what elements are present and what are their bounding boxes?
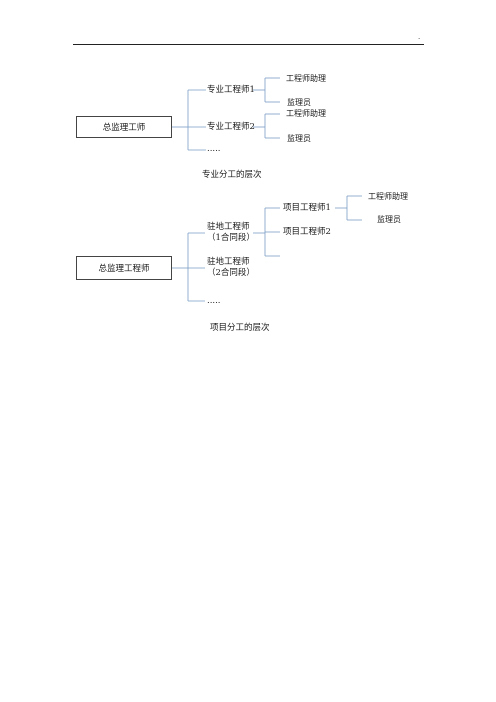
d1-root-label: 总监理工师: [102, 123, 146, 133]
d2-level3-2: 项目工程师2: [283, 227, 331, 237]
d2-child-1-line2: （1合同段）: [207, 233, 255, 243]
header-rule: [73, 44, 424, 45]
d2-child-2: 驻地工程师 （2合同段）: [207, 257, 255, 279]
d1-sub-2-1: 工程师助理: [286, 109, 326, 118]
d1-child-1: 专业工程师1: [207, 85, 255, 95]
d1-caption: 专业分工的层次: [202, 170, 262, 180]
d1-root-box: 总监理工师: [76, 116, 172, 138]
d1-sub-2-2: 监理员: [287, 134, 311, 143]
d2-child-2-line2: （2合同段）: [207, 268, 255, 278]
d2-level4-1: 工程师助理: [368, 192, 408, 201]
d1-child-3: .....: [207, 144, 221, 154]
header-mark: .: [418, 33, 421, 41]
d2-root-label: 总监理工程师: [98, 264, 150, 274]
d2-child-1: 驻地工程师 （1合同段）: [207, 222, 255, 244]
d2-root-box: 总监理工程师: [76, 256, 172, 280]
d2-child-1-line1: 驻地工程师: [207, 222, 250, 232]
d2-caption: 项目分工的层次: [210, 323, 270, 333]
d1-sub-1-1: 工程师助理: [286, 74, 326, 83]
d1-sub-1-2: 监理员: [287, 98, 311, 107]
d2-level3-1: 项目工程师1: [283, 203, 331, 213]
d1-child-2: 专业工程师2: [207, 122, 255, 132]
d2-child-2-line1: 驻地工程师: [207, 257, 250, 267]
d2-level4-2: 监理员: [377, 215, 401, 224]
d2-child-3: .....: [207, 296, 221, 306]
